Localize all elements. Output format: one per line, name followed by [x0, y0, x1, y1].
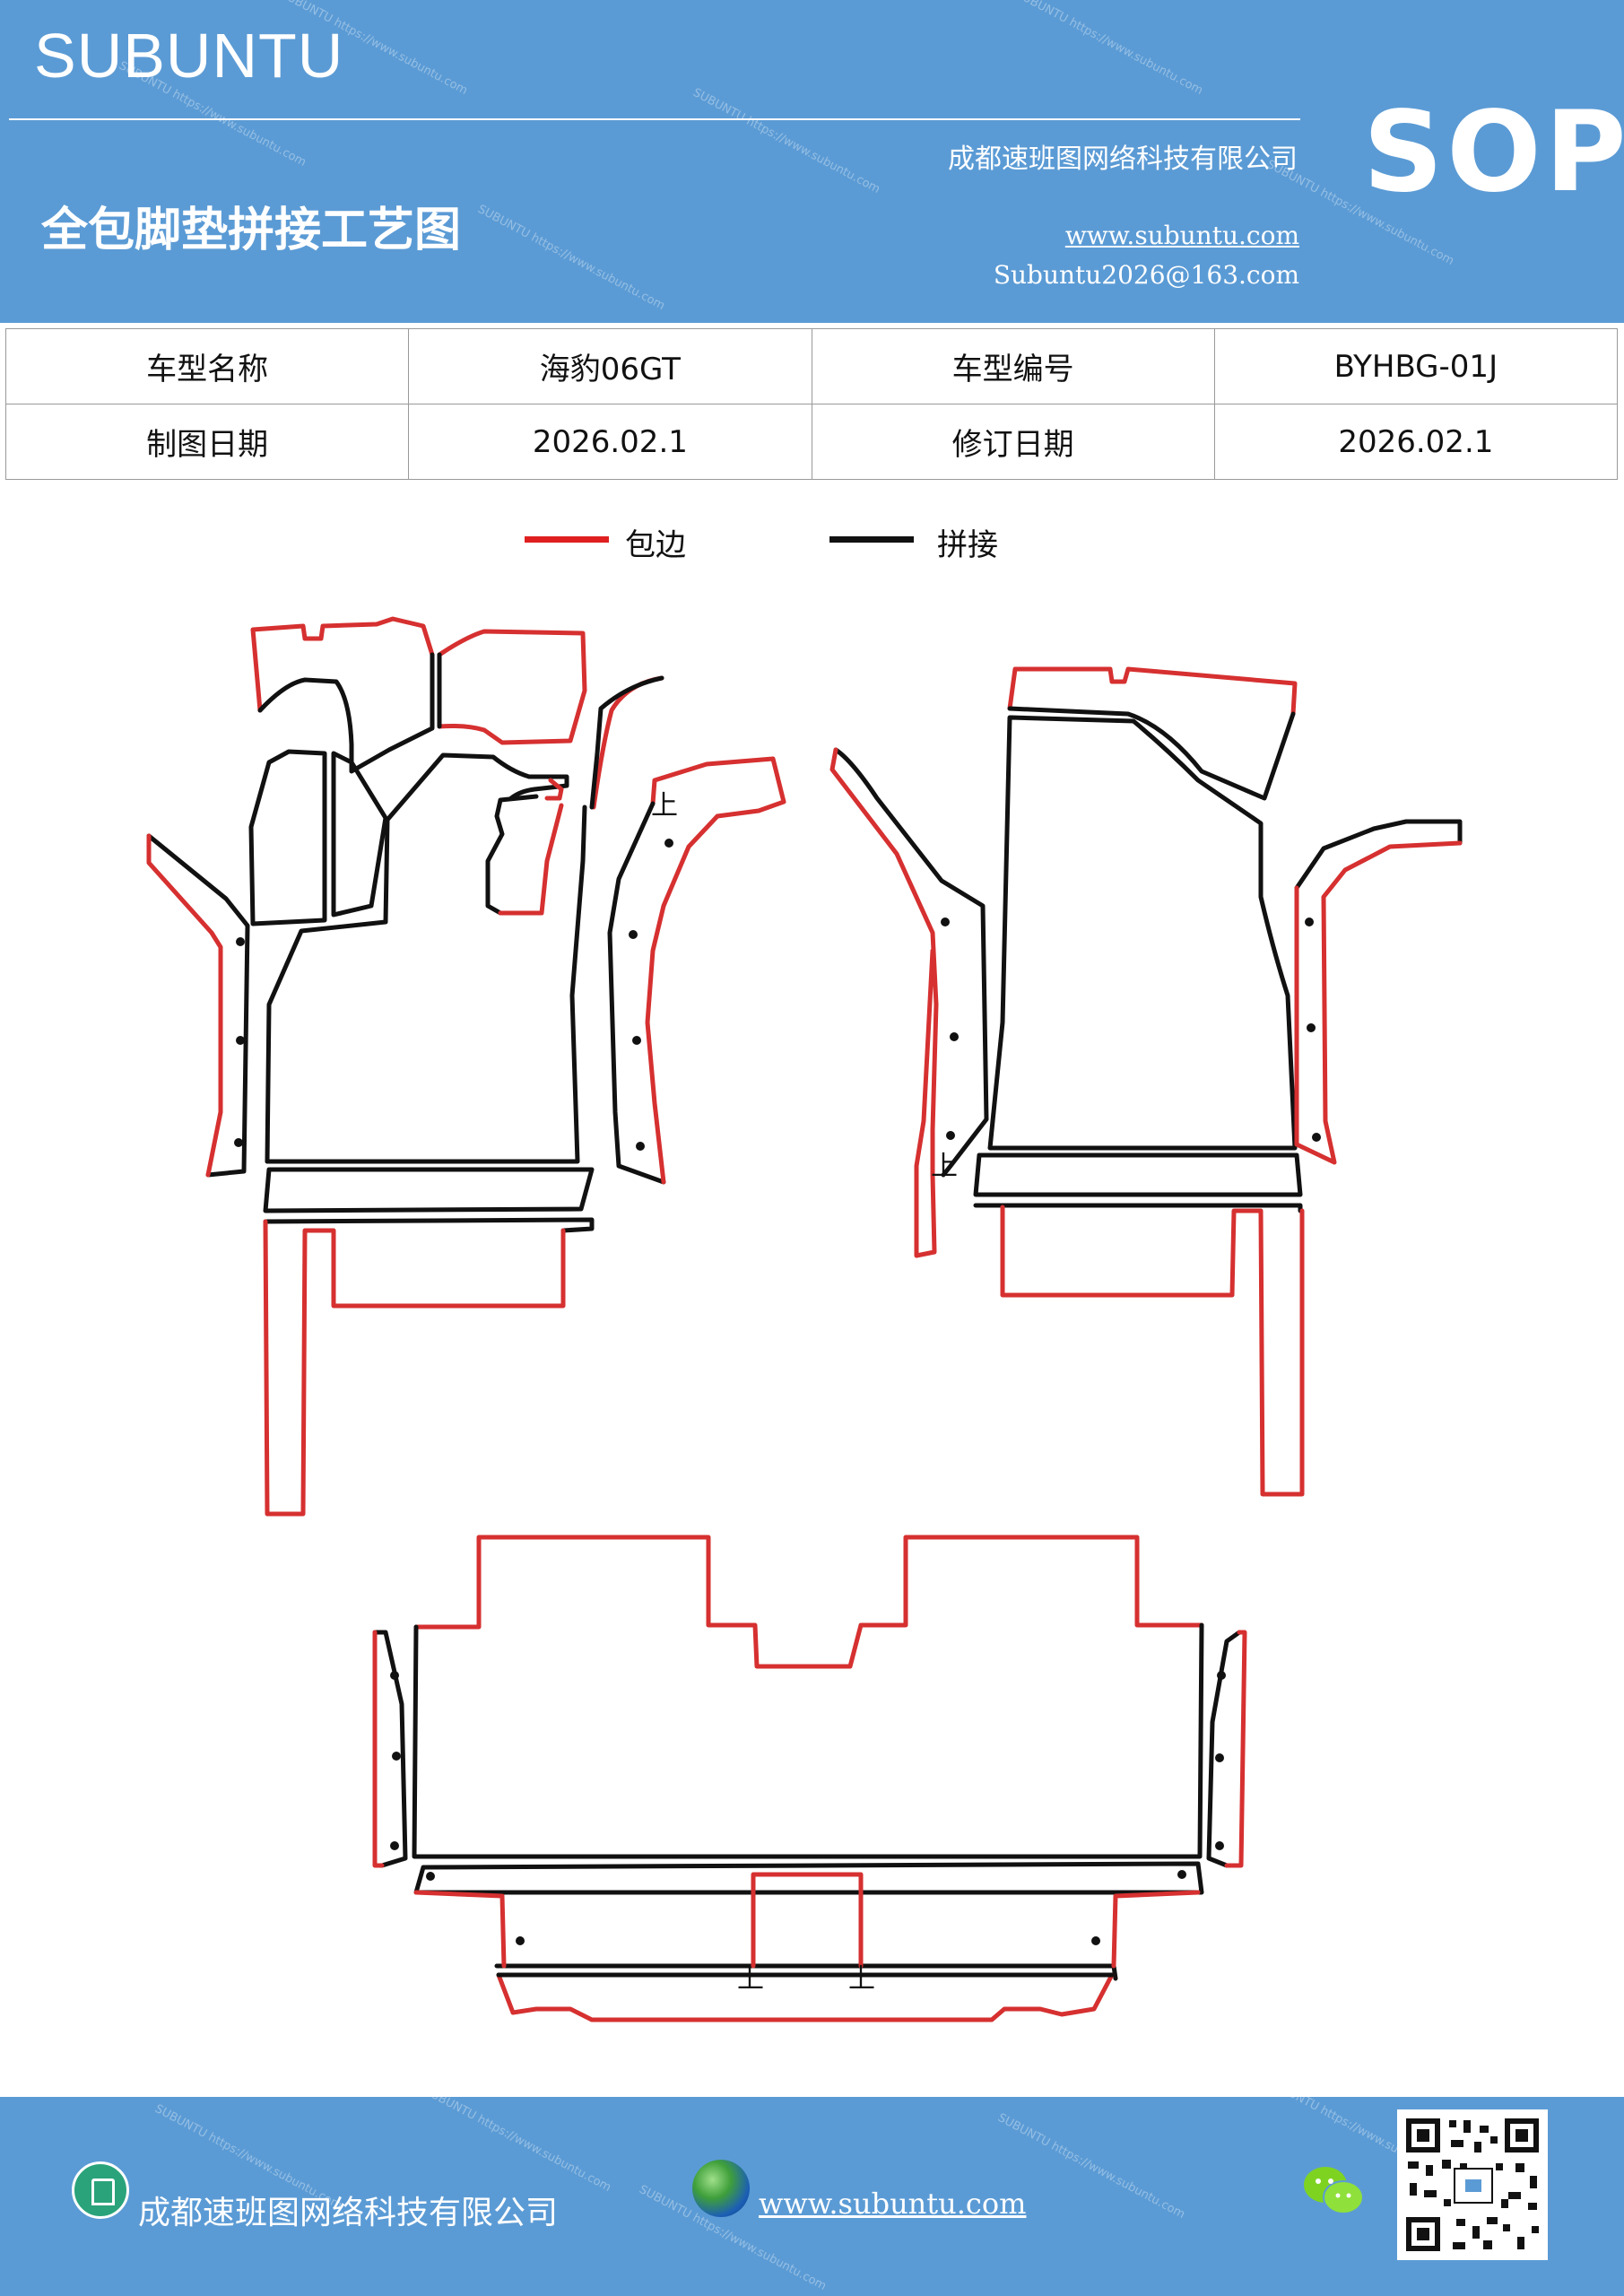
- email-address: Subuntu2026@163.com: [993, 260, 1299, 290]
- direction-marker: 上: [651, 790, 678, 822]
- mat-piece: [146, 833, 223, 1178]
- mat-piece: [437, 629, 587, 745]
- mat-piece: [1007, 666, 1298, 717]
- website-link[interactable]: www.subuntu.com: [1064, 221, 1299, 250]
- rivet-dot: [236, 937, 245, 946]
- rivet-dot: [392, 1752, 401, 1761]
- mat-piece: [1206, 1630, 1242, 1868]
- rivet-dot: [516, 1936, 525, 1945]
- mat-piece: [645, 813, 720, 1185]
- revision-date-label: 修订日期: [811, 404, 1215, 480]
- mat-piece: [1224, 1630, 1247, 1868]
- rivet-dot: [390, 1671, 399, 1680]
- mat-piece: [248, 749, 327, 926]
- qr-code[interactable]: [1397, 2109, 1548, 2260]
- mat-piece: [544, 778, 564, 801]
- mat-piece: [331, 751, 388, 918]
- wechat-icon: [1304, 2167, 1364, 2214]
- rivet-dot: [950, 1032, 959, 1041]
- mat-piece: [589, 675, 664, 810]
- brand-name: SUBUNTU: [34, 21, 344, 91]
- globe-icon: [692, 2160, 750, 2217]
- rivet-dot: [941, 918, 950, 926]
- footer-website-link[interactable]: www.subuntu.com: [759, 2187, 1027, 2221]
- rivet-dot: [1307, 1023, 1316, 1032]
- footer-banner: SUBUNTU https://www.subuntu.com SUBUNTU …: [0, 2075, 1624, 2296]
- mat-piece: [412, 1622, 1204, 1859]
- mat-piece: [973, 1203, 1303, 1213]
- mat-piece: [591, 675, 664, 810]
- rivet-dot: [946, 1131, 955, 1140]
- revision-date-value: 2026.02.1: [1213, 404, 1619, 480]
- mat-piece: [413, 1872, 1201, 1969]
- legend-label: 拼接: [937, 527, 998, 563]
- table-row: 制图日期 2026.02.1 修订日期 2026.02.1: [4, 404, 1619, 480]
- rivet-dot: [632, 1036, 641, 1045]
- mat-piece: [987, 715, 1298, 1151]
- rivet-dot: [234, 1138, 243, 1147]
- legend-swatch-black: [829, 536, 914, 543]
- direction-marker: 上: [848, 1963, 875, 1995]
- direction-marker: 上: [737, 1963, 764, 1995]
- rivet-dot: [1305, 918, 1314, 926]
- rivet-dot: [426, 1872, 435, 1881]
- mat-piece: [1007, 706, 1296, 801]
- mat-piece: [973, 1152, 1303, 1197]
- direction-marker: 上: [931, 1151, 958, 1182]
- legend-label: 包边: [625, 527, 686, 563]
- mat-piece: [829, 747, 939, 1258]
- building-icon: [72, 2161, 129, 2219]
- rivet-dot: [236, 1036, 245, 1045]
- mat-piece: [413, 1535, 1204, 1669]
- header-banner: SUBUNTU https://www.subuntu.com SUBUNTU …: [0, 0, 1624, 323]
- mat-piece: [496, 1972, 1115, 2022]
- document-title: 全包脚垫拼接工艺图: [41, 203, 462, 257]
- mat-piece: [485, 794, 539, 916]
- mat-piece: [263, 1219, 566, 1517]
- rivet-dot: [390, 1841, 399, 1850]
- model-code-value: BYHBG-01J: [1213, 328, 1619, 404]
- footer-company-name: 成都速班图网络科技有限公司: [138, 2195, 559, 2231]
- rivet-dot: [1091, 1936, 1100, 1945]
- mat-piece: [263, 1167, 595, 1213]
- sop-badge: SOP: [1363, 88, 1624, 217]
- draw-date-label: 制图日期: [4, 404, 410, 480]
- rivet-dot: [1215, 1841, 1224, 1850]
- rivet-dot: [1215, 1753, 1224, 1762]
- mat-piece: [250, 616, 435, 713]
- rivet-dot: [664, 839, 673, 848]
- mat-piece: [265, 804, 587, 1164]
- mat-piece: [413, 1861, 1204, 1895]
- mat-piece: [263, 1217, 595, 1233]
- mat-piece: [833, 747, 989, 1178]
- mat-piece: [372, 1630, 385, 1868]
- mat-piece: [650, 756, 786, 819]
- company-name: 成都速班图网络科技有限公司: [948, 144, 1298, 175]
- vehicle-info-table: 车型名称 海豹06GT 车型编号 BYHBG-01J 制图日期 2026.02.…: [4, 328, 1619, 480]
- rivet-dot: [1217, 1671, 1226, 1680]
- mat-piece: [1294, 819, 1463, 891]
- rivet-dot: [1312, 1133, 1321, 1142]
- mat-piece: [146, 833, 250, 1178]
- mat-piece: [372, 1630, 408, 1868]
- draw-date-value: 2026.02.1: [408, 404, 812, 480]
- rivet-dot: [1177, 1870, 1186, 1879]
- model-name-label: 车型名称: [4, 328, 410, 404]
- header-divider: [9, 118, 1300, 120]
- rivet-dot: [629, 930, 638, 939]
- model-name-value: 海豹06GT: [408, 328, 812, 404]
- table-row: 车型名称 海豹06GT 车型编号 BYHBG-01J: [4, 328, 1619, 404]
- legend-swatch-red: [525, 536, 609, 543]
- mat-piece: [265, 752, 569, 1164]
- mat-piece: [1294, 840, 1463, 1165]
- model-code-label: 车型编号: [811, 328, 1215, 404]
- rivet-dot: [636, 1142, 645, 1151]
- mat-piece: [257, 652, 435, 774]
- mat-piece: [607, 801, 666, 1185]
- mat-piece: [1000, 1205, 1305, 1497]
- mat-piece: [498, 803, 564, 916]
